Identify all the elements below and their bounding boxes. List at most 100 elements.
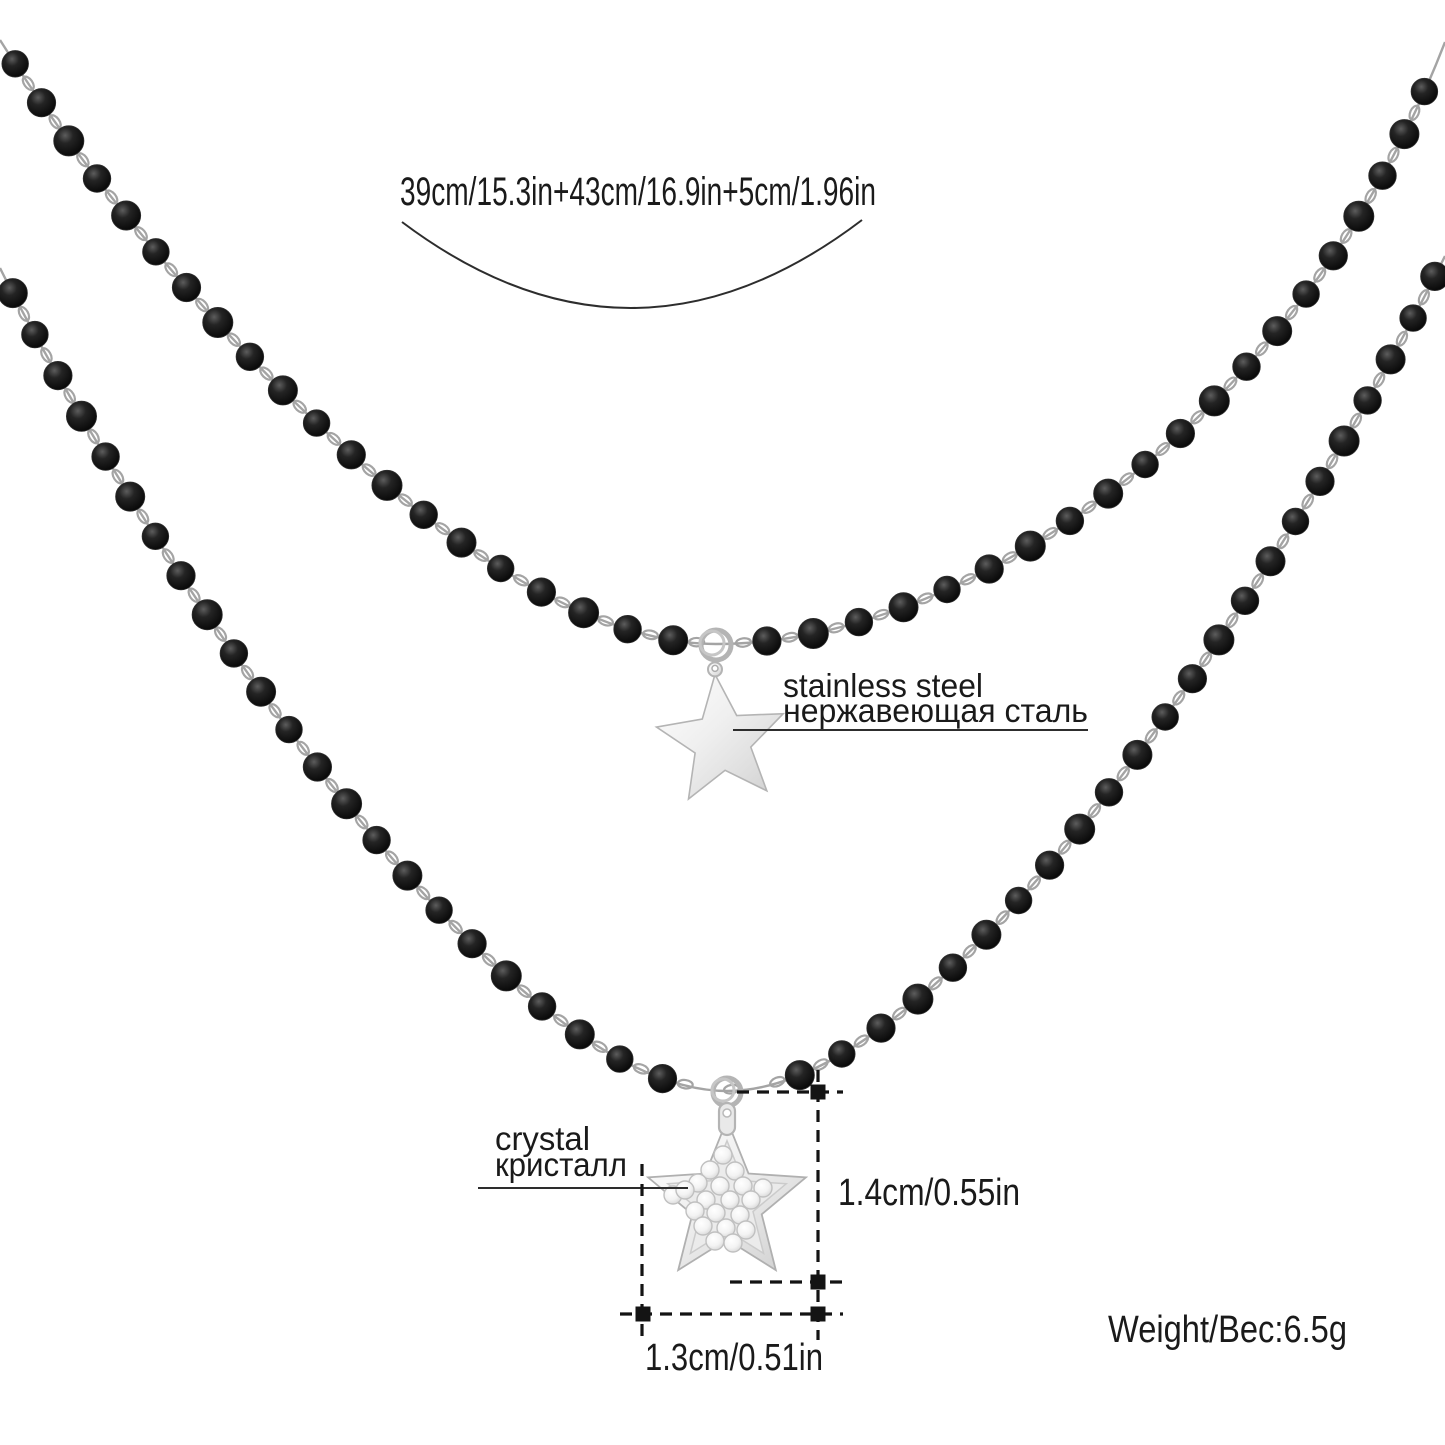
chain-link [326, 431, 342, 446]
chain-link [513, 574, 530, 587]
crystal-bead [141, 522, 170, 551]
chain-link [1155, 441, 1171, 457]
dimension-marker [635, 1306, 651, 1322]
chain-link [268, 703, 282, 719]
pave-stone [753, 1178, 773, 1198]
chain-link [1119, 472, 1135, 486]
chain-link [361, 463, 377, 478]
crystal-bead [191, 599, 223, 631]
crystal-bead [1014, 530, 1046, 562]
crystal-bead [202, 306, 234, 338]
chain-link [872, 608, 890, 621]
crystal-bead [490, 960, 522, 992]
chain-link [1284, 304, 1299, 321]
chain-link [1172, 690, 1186, 706]
pendant-width-label: 1.3cm/0.51in [645, 1337, 823, 1379]
chain-link [1251, 573, 1265, 589]
crystal-bead [66, 400, 98, 432]
crystal-bead [844, 607, 874, 637]
crystal-bead [0, 278, 28, 309]
crystal-bead [828, 1040, 856, 1068]
crystal-bead [115, 481, 146, 512]
crystal-bead [1255, 546, 1286, 577]
crystal-bead [235, 342, 265, 372]
chain-link [1276, 533, 1290, 550]
chain-link [1042, 526, 1058, 541]
crystal-bead [888, 592, 919, 623]
chain-link [1313, 267, 1327, 283]
pendant-material-label-ru: кристалл [495, 1146, 627, 1183]
chain-link [1254, 341, 1269, 357]
chain-link [1116, 766, 1130, 782]
pave-stone [741, 1190, 761, 1210]
material-label-en: stainless steel [783, 667, 983, 704]
chain-link [397, 493, 413, 507]
crystal-bead [425, 896, 453, 924]
chain-link [960, 573, 977, 586]
crystal-bead [564, 1019, 595, 1050]
chain-link [853, 1034, 870, 1048]
chain-link [213, 626, 228, 642]
crystal-bead [1305, 466, 1335, 496]
crystal-bead [1328, 425, 1360, 457]
chain-link [195, 297, 210, 313]
crystal-bead [527, 992, 557, 1021]
bail-hole [722, 1108, 732, 1118]
chain-link [134, 226, 148, 242]
crystal-bead [974, 554, 1004, 584]
chain-link [1364, 188, 1377, 204]
crystal-bead [1343, 200, 1375, 232]
crystal-bead [302, 409, 331, 437]
crystal-bead [457, 929, 487, 959]
chain-link [111, 468, 125, 485]
crystal-bead [784, 1060, 815, 1091]
chain-link [769, 1075, 786, 1088]
pave-stone [713, 1145, 733, 1165]
chain-link [1325, 453, 1339, 470]
chain-link [1349, 412, 1363, 429]
crystal-bead [1035, 850, 1065, 880]
crystal-bead [1375, 344, 1406, 375]
chain-link [1372, 371, 1386, 388]
crystal-bead [142, 238, 170, 266]
bail [717, 1101, 737, 1137]
chain-link [104, 189, 119, 205]
crystal-bead [606, 1045, 634, 1073]
chain-link [21, 75, 35, 91]
chain-link [1417, 289, 1431, 306]
crystal-bead [866, 1013, 896, 1043]
upper-bead-chain [0, 39, 1445, 656]
total-length-label: 39cm/15.3in+43cm/16.9in+5cm/1.96in [400, 170, 876, 214]
chain-link [1190, 410, 1205, 425]
crystal-bead [111, 200, 142, 231]
pendant-material-label-en: crystal [495, 1120, 590, 1157]
crystal-bead [658, 625, 689, 656]
chain-link [448, 919, 463, 935]
pave-stone [723, 1233, 743, 1253]
crystal-bead [91, 442, 120, 471]
chain-link [632, 1063, 650, 1075]
chain-link [781, 631, 799, 643]
crystal-bead [1230, 586, 1260, 616]
crystal-bead [1292, 280, 1320, 308]
crystal-bead [487, 554, 515, 583]
dimension-marker [810, 1084, 826, 1100]
crystal-bead [1389, 119, 1420, 150]
chain-link [1301, 493, 1315, 510]
chain-link [17, 305, 31, 322]
crystal-bead [1262, 316, 1293, 347]
chain-link [1199, 651, 1213, 668]
chain-link [296, 740, 310, 756]
crystal-bead [526, 577, 557, 607]
chain-link [473, 549, 489, 562]
pave-stone [675, 1180, 695, 1200]
chain-link [1408, 104, 1421, 121]
crystal-bead [1151, 703, 1179, 731]
crystal-bead [275, 715, 303, 744]
chain-link [827, 622, 845, 634]
chain-link [136, 508, 150, 525]
chain-link [1339, 228, 1353, 244]
steel-star-pendant [654, 627, 786, 801]
